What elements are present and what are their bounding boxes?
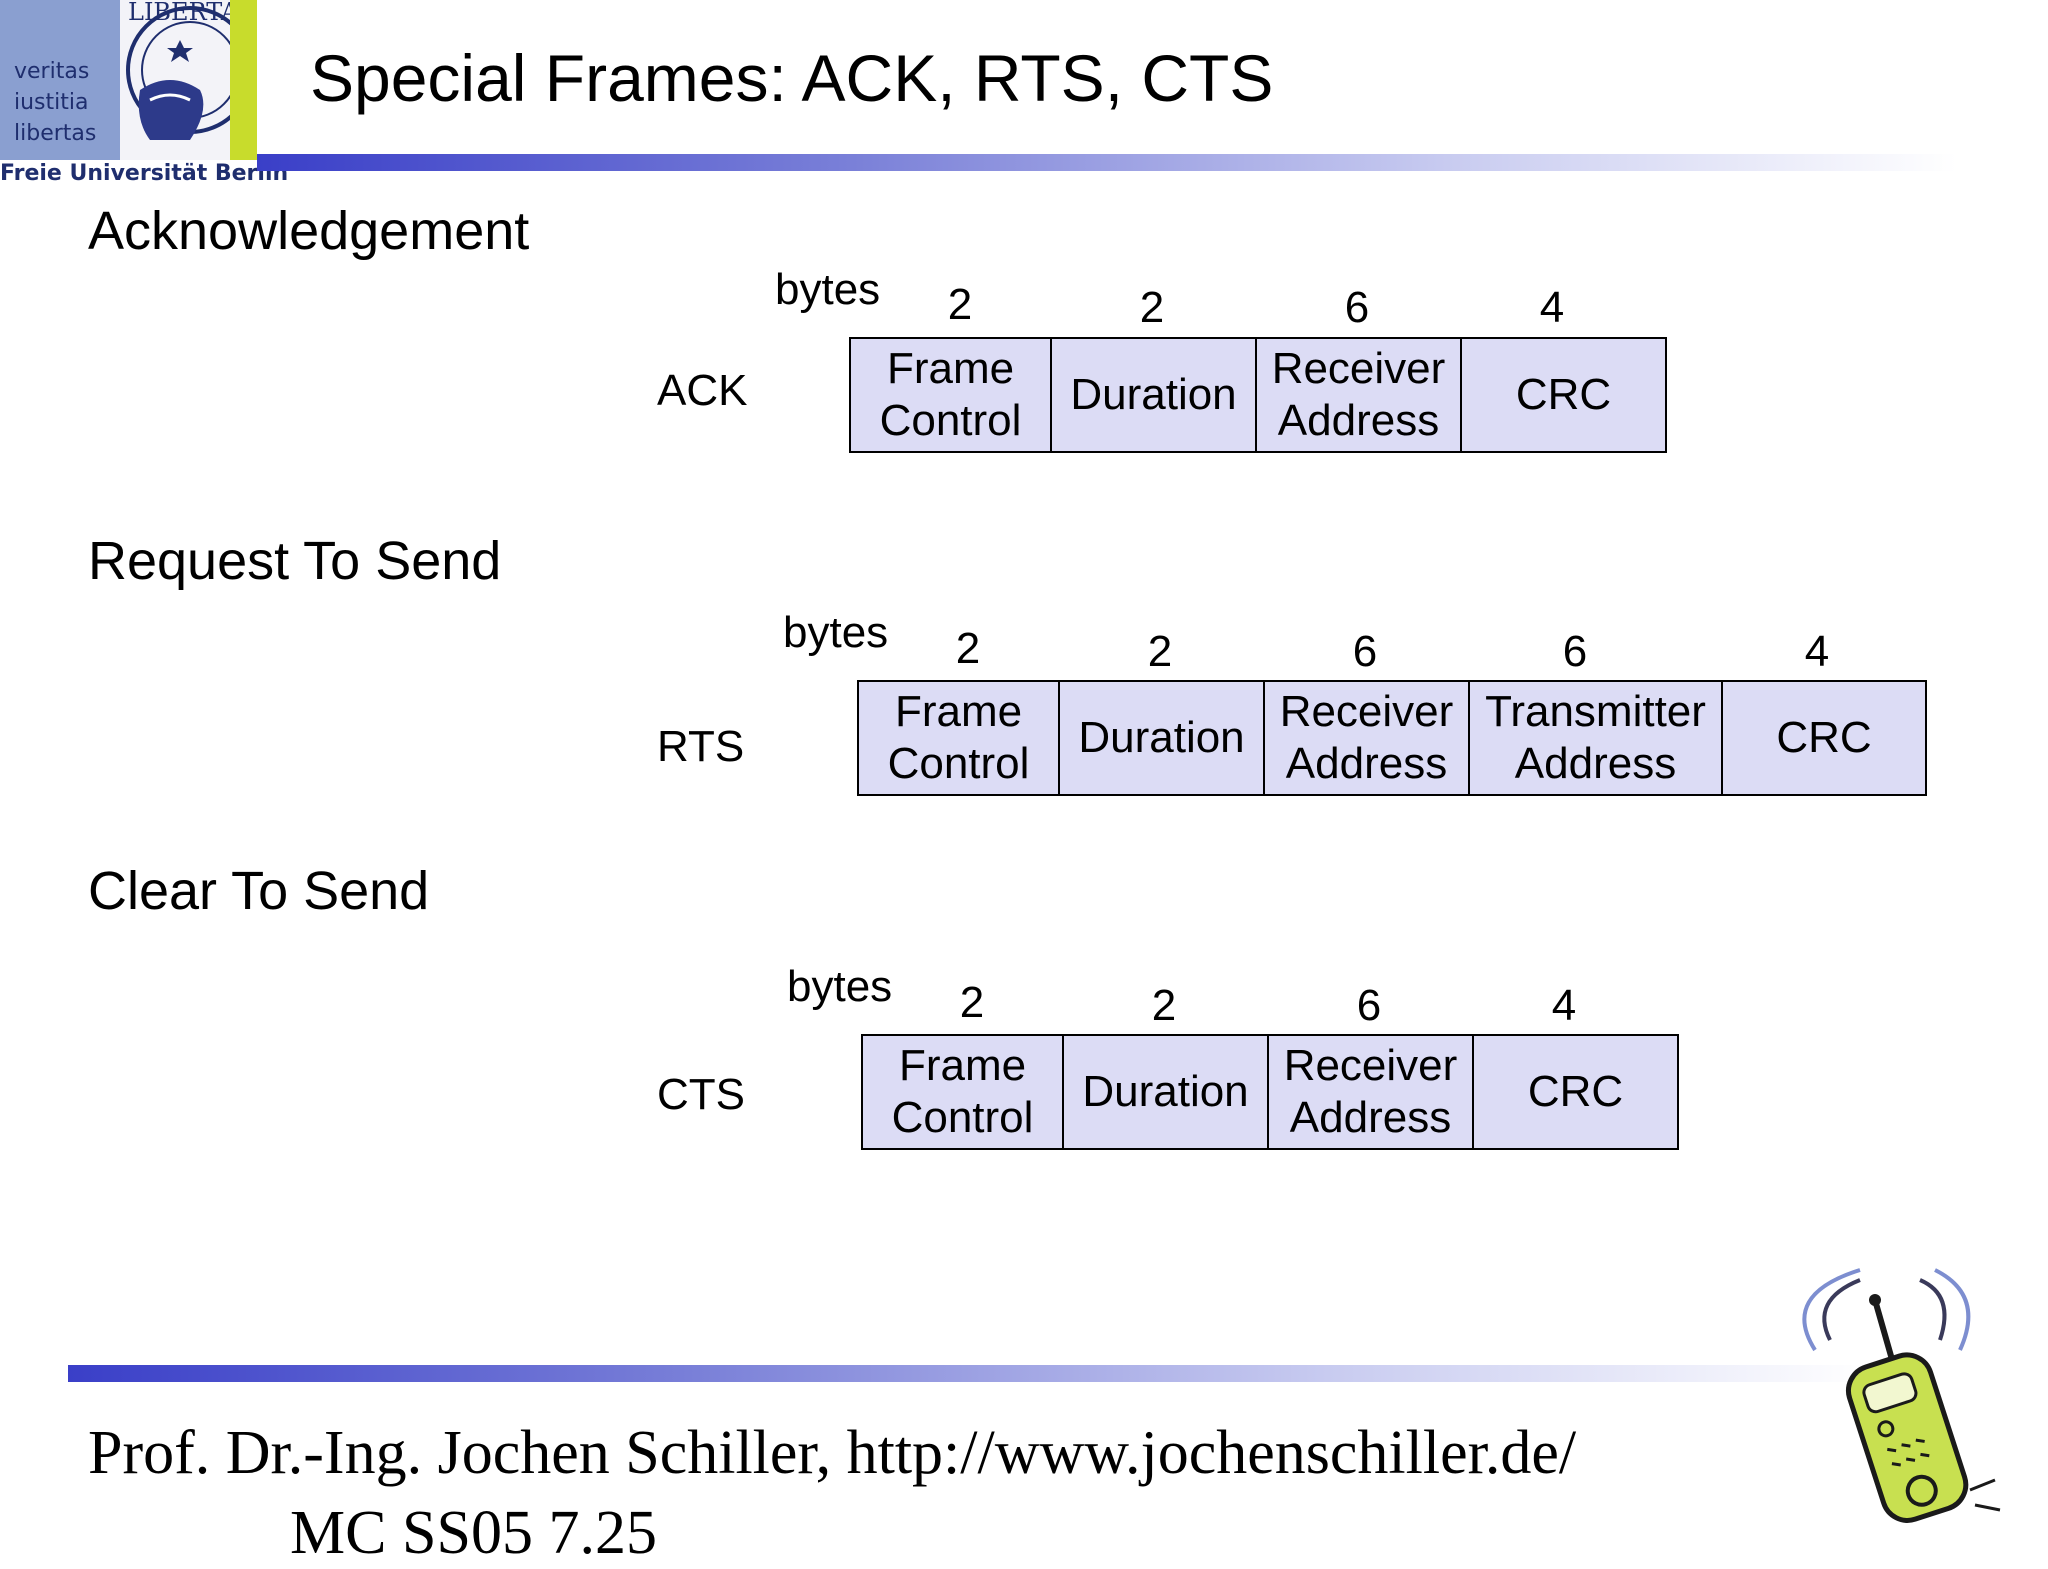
- footer-rule: [68, 1365, 1868, 1382]
- field-duration: Duration: [1064, 1036, 1269, 1148]
- field-bytes: 4: [1551, 981, 1577, 1030]
- field-bytes: 2: [1147, 627, 1173, 676]
- field-bytes: 2: [947, 280, 973, 329]
- field-transmitter-address: Transmitter Address: [1470, 682, 1723, 794]
- field-crc: CRC: [1723, 682, 1925, 794]
- section-heading-ack: Acknowledgement: [88, 201, 530, 261]
- title-rule: [257, 154, 1957, 171]
- seal-text: LIBERTAS: [128, 0, 230, 26]
- bytes-label: bytes: [775, 265, 881, 314]
- university-name: Freie Universität Berlin: [0, 161, 289, 186]
- field-receiver-address: Receiver Address: [1269, 1036, 1474, 1148]
- logo-blue-panel: [0, 0, 120, 160]
- university-logo: LIBERTAS veritas iustitia libertas Freie…: [0, 0, 288, 190]
- cts-frame: Frame Control Duration Receiver Address …: [861, 1034, 1679, 1150]
- slide-title: Special Frames: ACK, RTS, CTS: [310, 41, 1274, 115]
- field-bytes: 4: [1539, 283, 1565, 332]
- university-seal-icon: LIBERTAS: [120, 0, 230, 160]
- field-receiver-address: Receiver Address: [1265, 682, 1470, 794]
- motto-line: veritas: [14, 59, 90, 84]
- section-heading-rts: Request To Send: [88, 531, 502, 591]
- field-bytes: 4: [1804, 627, 1830, 676]
- field-bytes: 2: [1139, 283, 1165, 332]
- mobile-phone-icon: [1770, 1260, 2020, 1530]
- motto-line: iustitia: [14, 90, 89, 115]
- field-bytes: 2: [959, 978, 985, 1027]
- motto-line: libertas: [14, 121, 97, 146]
- field-bytes: 2: [1151, 981, 1177, 1030]
- field-frame-control: Frame Control: [851, 339, 1052, 451]
- field-receiver-address: Receiver Address: [1257, 339, 1462, 451]
- section-heading-cts: Clear To Send: [88, 861, 430, 921]
- logo-motto: veritas iustitia libertas: [14, 56, 96, 149]
- footer-course: MC SS05 7.25: [290, 1499, 657, 1567]
- footer-credit: Prof. Dr.-Ing. Jochen Schiller, http://w…: [88, 1419, 1577, 1487]
- field-crc: CRC: [1474, 1036, 1677, 1148]
- field-bytes: 6: [1352, 627, 1378, 676]
- field-frame-control: Frame Control: [859, 682, 1060, 794]
- field-crc: CRC: [1462, 339, 1665, 451]
- rts-frame: Frame Control Duration Receiver Address …: [857, 680, 1927, 796]
- frame-name-ack: ACK: [657, 366, 748, 415]
- field-bytes: 6: [1356, 981, 1382, 1030]
- ack-frame: Frame Control Duration Receiver Address …: [849, 337, 1667, 453]
- bytes-label: bytes: [783, 608, 889, 657]
- frame-name-cts: CTS: [657, 1070, 745, 1119]
- field-duration: Duration: [1060, 682, 1265, 794]
- field-bytes: 6: [1344, 283, 1370, 332]
- field-frame-control: Frame Control: [863, 1036, 1064, 1148]
- field-duration: Duration: [1052, 339, 1257, 451]
- field-bytes: 6: [1562, 627, 1588, 676]
- frame-name-rts: RTS: [657, 722, 745, 771]
- logo-green-bar: [230, 0, 257, 160]
- field-bytes: 2: [955, 624, 981, 673]
- bytes-label: bytes: [787, 962, 893, 1011]
- seal-graphic: [126, 6, 230, 140]
